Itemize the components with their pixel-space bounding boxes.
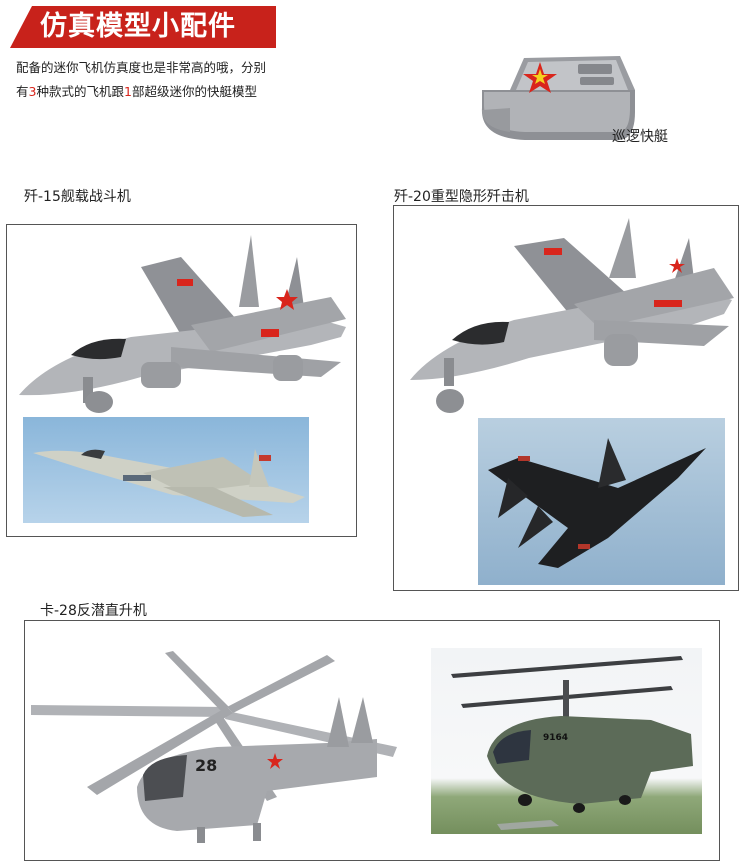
ka28-model-image: 28 [31, 651, 397, 843]
patrol-boat-model [470, 50, 640, 149]
j15-model-image [19, 235, 346, 413]
intro-text: 配备的迷你飞机仿真度也是非常高的哦，分别 有3种款式的飞机跟1部超级迷你的快艇模… [16, 56, 266, 104]
ka28-photo: 9164 [431, 648, 702, 834]
header-banner: 仿真模型小配件 [10, 6, 276, 48]
frame-ka28: 28 9164 [24, 620, 720, 861]
intro-text-a: 有 [16, 84, 29, 99]
ka28-photo-number: 9164 [543, 733, 568, 743]
ka28-hull-number: 28 [195, 756, 217, 775]
frame-j20 [393, 205, 739, 591]
intro-highlight-count-planes: 3 [28, 84, 37, 99]
boat-label: 巡逻快艇 [612, 129, 668, 145]
banner-shape [10, 6, 276, 48]
section-title-j20: 歼-20重型隐形歼击机 [394, 189, 529, 205]
page-title: 仿真模型小配件 [40, 11, 236, 42]
section-title-ka28: 卡-28反潜直升机 [40, 603, 147, 619]
intro-text-b: 种款式的飞机跟 [36, 84, 124, 99]
intro-line-2: 有3种款式的飞机跟1部超级迷你的快艇模型 [16, 80, 266, 104]
j20-model-image [410, 218, 734, 413]
intro-text-c: 部超级迷你的快艇模型 [131, 84, 257, 99]
j20-photo [478, 418, 725, 585]
intro-line-1: 配备的迷你飞机仿真度也是非常高的哦，分别 [16, 60, 267, 75]
section-title-j15: 歼-15舰载战斗机 [24, 189, 131, 205]
j15-photo [23, 417, 309, 523]
intro-highlight-count-boat: 1 [123, 84, 132, 99]
frame-j15 [6, 224, 357, 537]
